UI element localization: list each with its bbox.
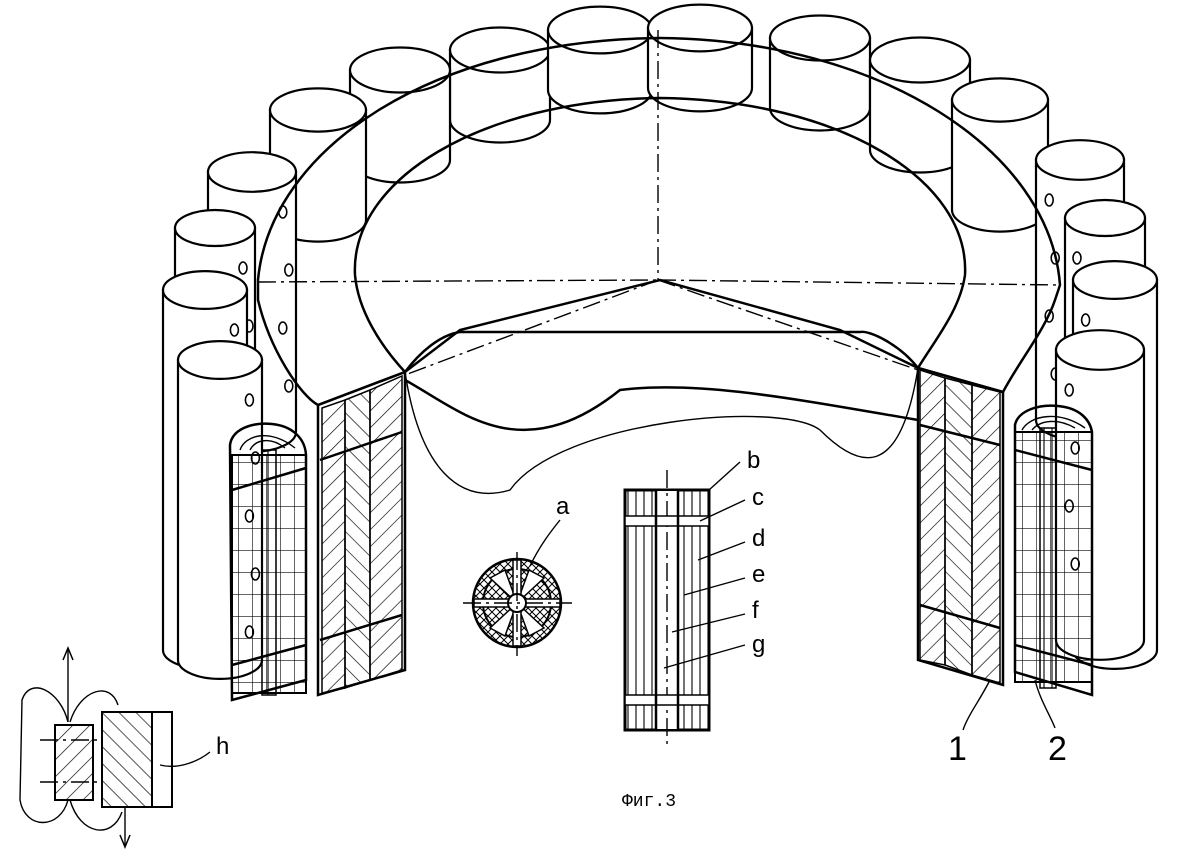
cylinder-hole [229, 323, 240, 337]
label-part-2: 2 [1048, 730, 1067, 768]
cylinder-hole [1072, 251, 1082, 265]
cylinder-cap [206, 151, 298, 193]
part-leaders [962, 679, 1056, 731]
label-h: h [216, 733, 229, 760]
cylinder-cap [268, 87, 368, 133]
right-wall-section [916, 366, 1005, 687]
detail-longitudinal-section [623, 461, 746, 745]
cylinder-hole [283, 263, 294, 277]
cylinder-hole [1080, 313, 1091, 327]
left-cylinder-section [228, 422, 308, 702]
cylinder-cap [173, 208, 257, 248]
label-f: f [752, 597, 759, 624]
figure-caption: Фиг.3 [622, 792, 676, 812]
cylinder-cap [1071, 260, 1159, 301]
detail-h-flow-sketch [19, 646, 211, 849]
label-d: d [752, 525, 765, 552]
cylinder-hole [283, 379, 294, 393]
cylinder-cap [176, 340, 264, 381]
cylinder-cap [868, 36, 972, 84]
label-b: b [747, 447, 760, 474]
cylinder-body [768, 36, 872, 132]
cylinder-cap [1054, 329, 1146, 371]
cylinder-hole [1044, 193, 1054, 207]
cylinder-cap [768, 14, 872, 62]
cylinder-cap [161, 270, 249, 311]
label-g: g [752, 631, 765, 658]
cylinder-hole [244, 393, 255, 407]
label-part-1: 1 [948, 730, 967, 768]
cylinder-cap [348, 46, 452, 94]
label-c: c [752, 484, 764, 511]
detail-a-cross-section [463, 519, 572, 656]
cylinder-cap [950, 77, 1050, 123]
cylinder-body [448, 48, 552, 144]
cylinder-cap [1063, 198, 1147, 238]
label-e: e [752, 561, 765, 588]
cylinder-hole [1064, 383, 1074, 397]
right-cylinder-section [1013, 404, 1094, 697]
cylinder-cap [646, 3, 754, 53]
label-a: a [556, 493, 570, 520]
left-wall-section [316, 370, 407, 697]
cylinder-hole [238, 261, 248, 275]
cylinder-cap [1034, 139, 1126, 181]
cylinder-hole [277, 321, 288, 335]
